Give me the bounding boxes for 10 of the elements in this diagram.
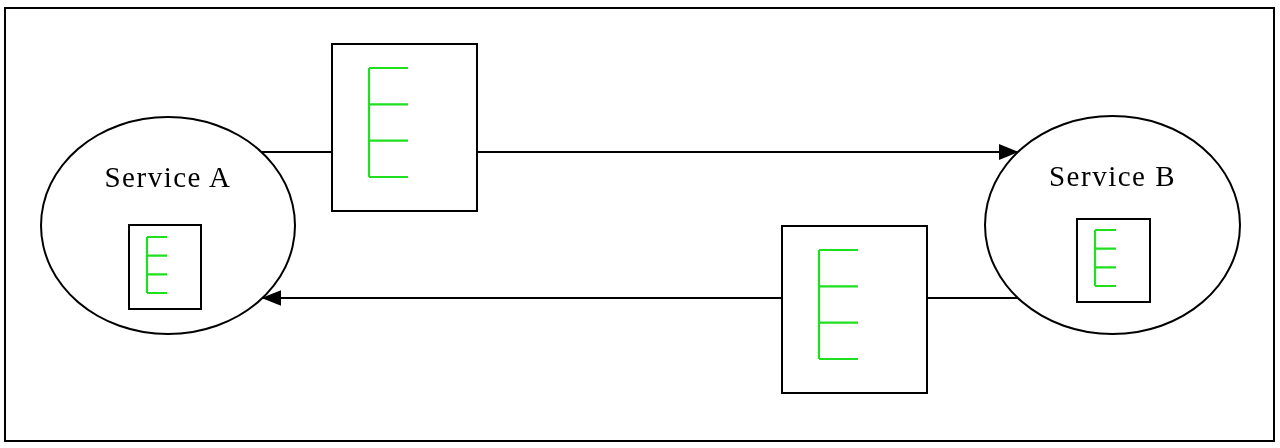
icon-box (1076, 218, 1151, 303)
arrow (477, 144, 1019, 160)
icon-box (331, 43, 478, 212)
connector-line (260, 151, 332, 153)
node-label: Service B (1048, 162, 1177, 191)
connector-line (927, 297, 1019, 299)
node-label: Service A (104, 163, 232, 192)
icon-box (781, 225, 928, 394)
icon-box (128, 224, 202, 310)
arrow (261, 290, 782, 306)
